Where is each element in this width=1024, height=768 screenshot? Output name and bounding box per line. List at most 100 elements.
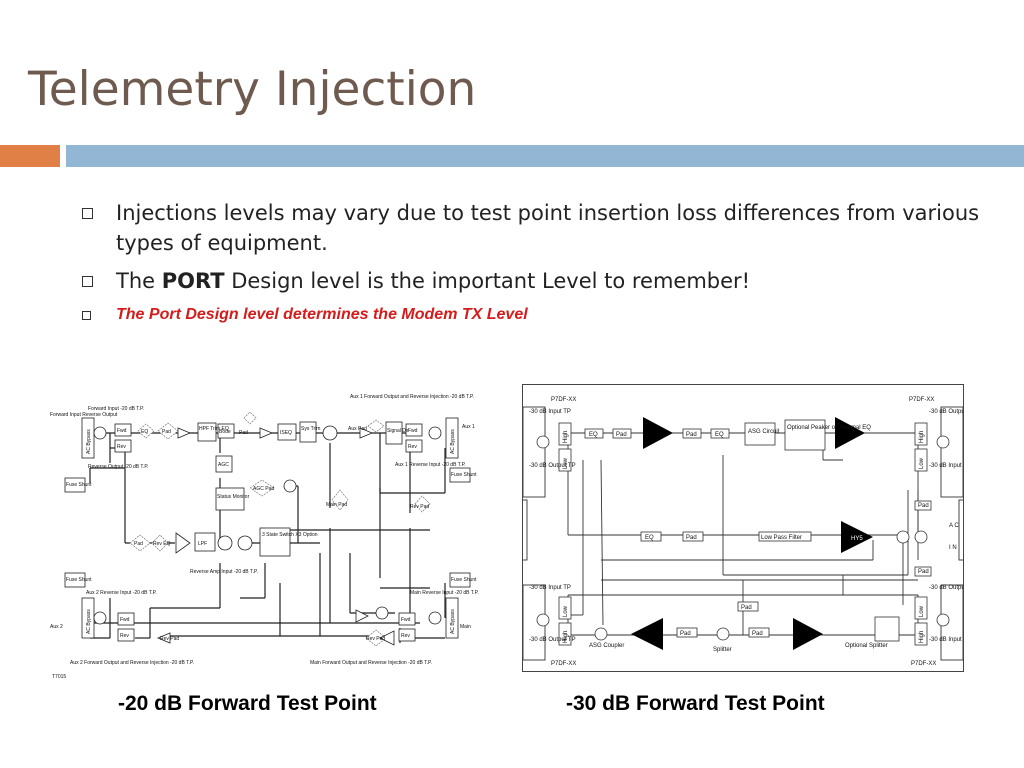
- label-low: Low: [919, 457, 925, 469]
- label-fwd: Fwd: [401, 617, 411, 623]
- right-diagram-panel: P7DF-XX P7DF-XX P7DF-XX P7DF-XX -30 dB I…: [513, 384, 976, 672]
- label-pad: Pad: [239, 430, 248, 436]
- label-lpf: LPF: [198, 541, 207, 547]
- label-aux1-forward-output: Aux 1 Forward Output and Reverse Injecti…: [350, 394, 474, 400]
- caption-left: -20 dB Forward Test Point: [118, 692, 377, 715]
- label-pad: Pad: [752, 631, 763, 637]
- label-pad: Pad: [680, 631, 691, 637]
- label-high: High: [563, 431, 569, 443]
- label-input-tp: -30 dB Input TP: [529, 585, 571, 591]
- label-input-tp: -30 dB Input TP: [929, 463, 963, 469]
- label-main: Main: [460, 624, 471, 630]
- label-fwd: Fwd: [117, 428, 127, 434]
- label-rev: Rev: [120, 633, 129, 639]
- label-in: I N: [949, 545, 957, 551]
- label-main-forward-output: Main Forward Output and Reverse Injectio…: [310, 660, 432, 666]
- label-low: Low: [919, 605, 925, 617]
- label-main-reverse-input: Main Reverse Input -20 dB T.P.: [410, 590, 479, 596]
- right-block-diagram: P7DF-XX P7DF-XX P7DF-XX P7DF-XX -30 dB I…: [513, 397, 976, 667]
- label-rev-pad: Rev Pad: [366, 636, 385, 642]
- label-fwd: Fwd: [408, 428, 418, 434]
- label-rev-pad: Rev Pad: [410, 504, 429, 510]
- label-output-tp: -30 dB Output TP: [929, 409, 963, 415]
- label-output-tp: -30 dB Output TP: [929, 585, 963, 591]
- bullet-text-bold: PORT: [161, 269, 225, 293]
- label-hy5: HY5: [851, 536, 863, 542]
- label-fuse-shunt: Fuse Shunt: [451, 472, 477, 478]
- label-low: Low: [563, 605, 569, 617]
- caption-right: -30 dB Forward Test Point: [566, 692, 825, 715]
- label-forward-input-reverse-output: Forward Input Reverse Output: [50, 412, 118, 418]
- label-fuse-shunt: Fuse Shunt: [66, 577, 92, 583]
- label-ac-bypass: AC Bypass: [450, 609, 456, 634]
- label-high: High: [563, 631, 569, 643]
- bullet-text: Injections levels may vary due to test p…: [116, 201, 980, 255]
- bullet-item: Injections levels may vary due to test p…: [82, 198, 982, 258]
- label-iseq: ISEQ: [280, 430, 292, 436]
- label-status-monitor: Status Monitor: [217, 494, 250, 500]
- label-rev-eq: Rev EQ: [153, 541, 171, 547]
- label-aux2: Aux 2: [50, 624, 63, 630]
- label-p7df-bottom-left: P7DF-XX: [551, 661, 576, 667]
- accent-bar-orange: [0, 145, 60, 167]
- label-low: Low: [563, 457, 569, 469]
- label-agc-pad: AGC Pad: [253, 486, 274, 492]
- label-reverse-amp-input: Reverse Amp Input -20 dB T.P.: [190, 569, 258, 575]
- label-optional-splitter: Optional Splitter: [845, 643, 888, 649]
- label-pad: Pad: [686, 535, 697, 541]
- label-output-tp: -30 dB Output TP: [529, 637, 576, 643]
- label-asg-coupler: ASG Coupler: [589, 643, 624, 649]
- accent-bar-blue: [66, 145, 1024, 167]
- label-pad: Pad: [686, 432, 697, 438]
- label-pad: Pad: [918, 569, 929, 575]
- label-rev-pad: Rev Pad: [160, 636, 179, 642]
- label-eq: EQ: [141, 429, 148, 435]
- bullet-item-red: The Port Design level determines the Mod…: [82, 304, 982, 326]
- label-splitter: Splitter: [713, 647, 732, 653]
- label-fwd: Fwd: [120, 617, 130, 623]
- label-low-pass-filter: Low Pass Filter: [761, 535, 802, 541]
- label-signal-dir: Signal Dir: [387, 428, 409, 434]
- square-bullet-icon: [82, 311, 91, 320]
- red-bullet-text: The Port Design level determines the Mod…: [116, 306, 528, 323]
- label-pad: Pad: [918, 503, 929, 509]
- label-aux-pad: Aux Pad: [348, 426, 367, 432]
- label-rev: Rev: [401, 633, 410, 639]
- label-switch: 3 State Switch X3 Option: [262, 532, 318, 538]
- label-pad: Pad: [162, 429, 171, 435]
- label-p7df-bottom-right: P7DF-XX: [911, 661, 936, 667]
- label-agc: AGC: [218, 462, 229, 468]
- label-input-tp: -30 dB Input TP: [929, 637, 963, 643]
- label-aux1-reverse-input: Aux 1 Reverse Input -20 dB T.P.: [395, 462, 466, 468]
- bullet-text-pre: The: [116, 269, 162, 293]
- bullet-item: The PORT Design level is the important L…: [82, 266, 982, 296]
- label-ac: A C: [949, 523, 959, 529]
- slide-title: Telemetry Injection: [28, 62, 477, 117]
- label-ac-bypass: AC Bypass: [450, 429, 456, 454]
- label-forward-input-tp: Forward Input -20 dB T.P.: [88, 406, 144, 412]
- left-diagram-panel: Forward Input Reverse Output Forward Inp…: [50, 388, 480, 683]
- square-bullet-icon: [82, 276, 93, 287]
- label-aux1: Aux 1: [462, 424, 475, 430]
- label-pad: Pad: [741, 605, 752, 611]
- label-high: High: [919, 431, 925, 443]
- label-bode: Bode: [219, 429, 231, 435]
- label-aux2-reverse-input: Aux 2 Reverse Input -20 dB T.P.: [86, 590, 157, 596]
- label-fuse-shunt: Fuse Shunt: [66, 482, 92, 488]
- label-output-tp: -30 dB Output TP: [529, 463, 576, 469]
- label-optional-peaker: Optional Peaker or Thermal EQ: [787, 425, 871, 431]
- label-p7df-top-right: P7DF-XX: [909, 397, 934, 403]
- label-high: High: [919, 631, 925, 643]
- left-block-diagram: Forward Input Reverse Output Forward Inp…: [50, 394, 479, 680]
- label-rev: Rev: [117, 444, 126, 450]
- label-asg-circuit: ASG Circuit: [748, 429, 780, 435]
- label-rev: Rev: [408, 444, 417, 450]
- label-main-pad: Main Pad: [326, 502, 347, 508]
- bullet-text-post: Design level is the important Level to r…: [224, 269, 751, 293]
- label-aux2-forward-output: Aux 2 Forward Output and Reverse Injecti…: [70, 660, 194, 666]
- label-eq: EQ: [715, 432, 724, 438]
- label-ac-bypass: AC Bypass: [86, 429, 92, 454]
- label-hpf: HPF Trim EQ: [199, 426, 229, 432]
- label-p7df-top-left: P7DF-XX: [551, 397, 576, 403]
- label-ac-bypass: AC Bypass: [86, 609, 92, 634]
